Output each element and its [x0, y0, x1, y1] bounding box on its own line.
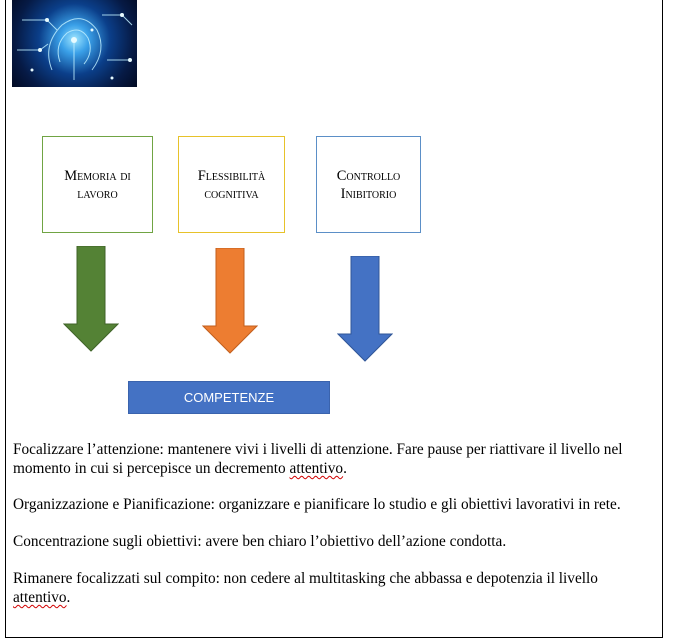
competenze-box: COMPETENZE [128, 381, 330, 414]
blue-down-arrow-icon [337, 256, 393, 362]
paragraph-concentrazione: Concentrazione sugli obiettivi: avere be… [13, 533, 507, 550]
competenze-label: COMPETENZE [183, 390, 275, 405]
box-controllo-line1: Controllo [336, 167, 401, 184]
paragraph-focalizzare: Focalizzare l’attenzione: mantenere vivi… [13, 441, 623, 477]
box-controllo-inibitorio: Controllo Inibitorio [316, 136, 421, 233]
brain-circuit-image [12, 0, 137, 87]
green-down-arrow-icon [63, 246, 119, 352]
box-flessibilita-line1: Flessibilità [197, 167, 266, 184]
spellcheck-word: attentivo [289, 460, 344, 477]
box-controllo-line2: Inibitorio [340, 185, 397, 202]
paragraph-rimanere-focalizzati: Rimanere focalizzati sul compito: non ce… [13, 570, 598, 606]
spellcheck-word: attentivo [13, 589, 67, 606]
orange-down-arrow-icon [202, 248, 258, 354]
box-flessibilita-cognitiva: Flessibilità cognitiva [178, 136, 285, 233]
paragraph-organizzazione: Organizzazione e Pianificazione: organiz… [13, 496, 621, 513]
box-memoria-line2: lavoro [77, 185, 118, 202]
box-memoria-di-lavoro: Memoria di lavoro [42, 136, 153, 233]
box-memoria-line1: Memoria di [64, 167, 131, 184]
box-flessibilita-line2: cognitiva [204, 185, 259, 202]
